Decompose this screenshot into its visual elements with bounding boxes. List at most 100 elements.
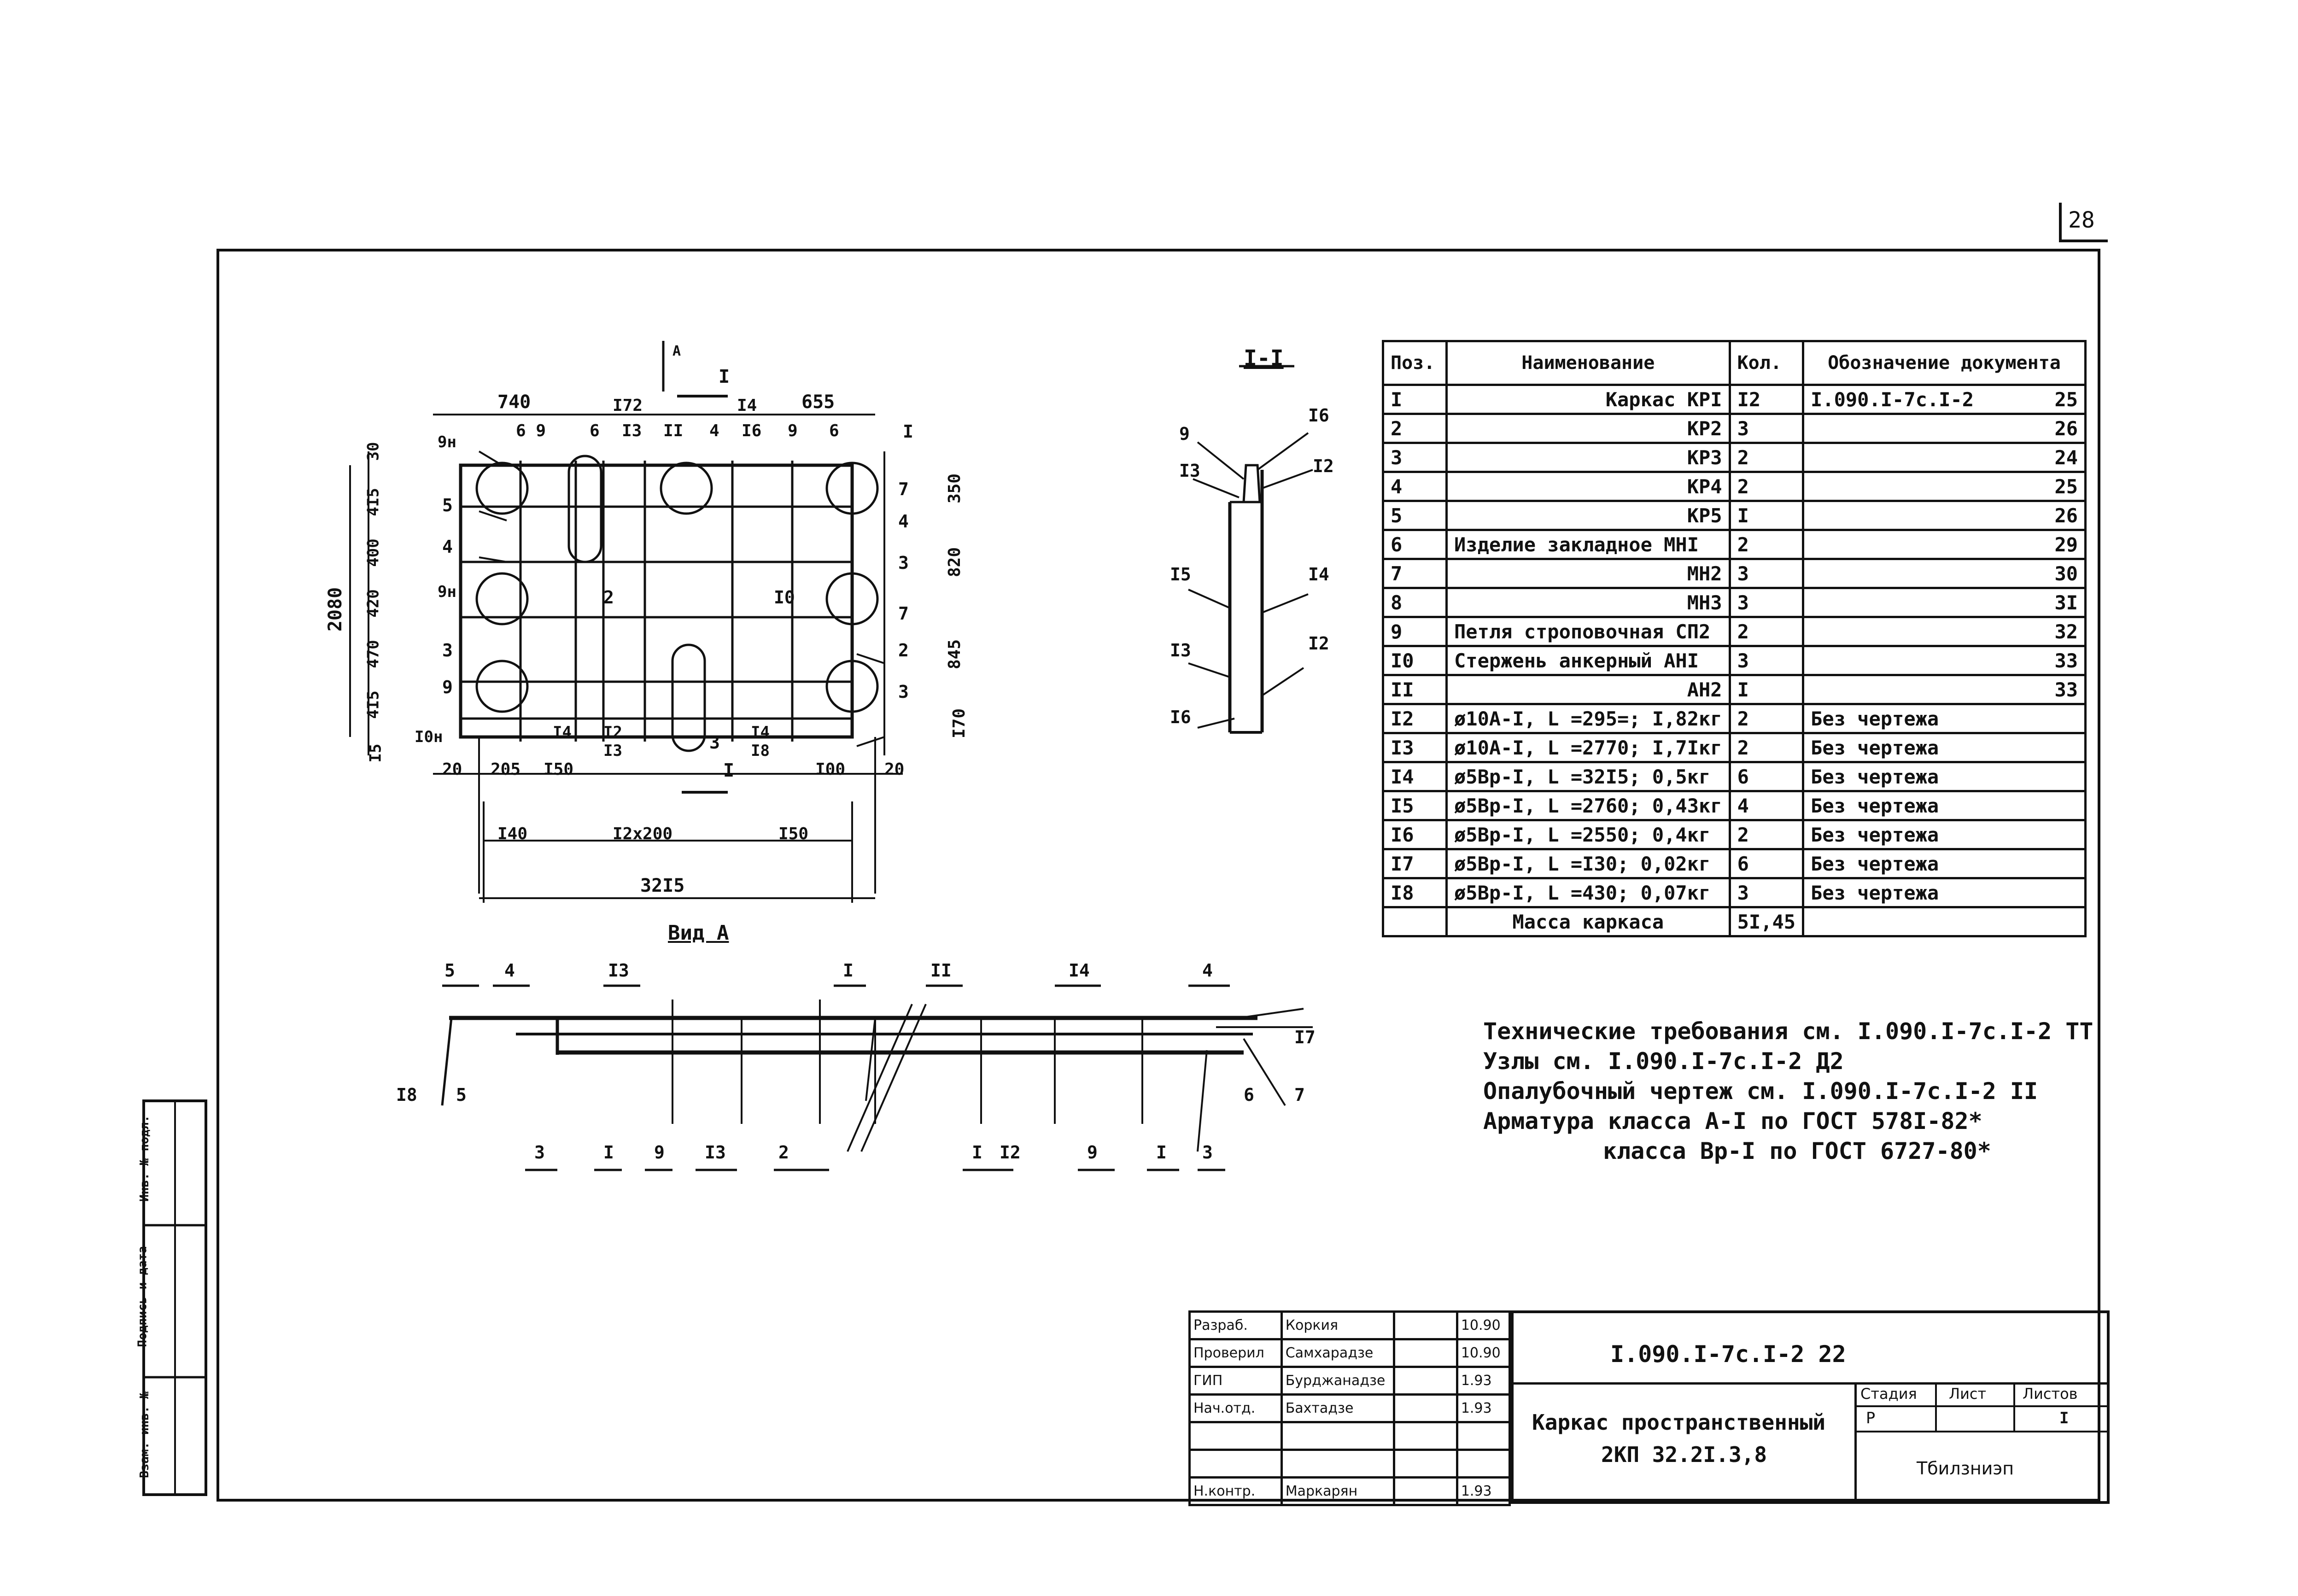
spec-doc-cell: 3I <box>1802 587 2087 618</box>
view-a-callout-bottom: 3 <box>534 1142 545 1163</box>
dim-bottom-3215: 32I5 <box>640 875 685 896</box>
dim-top-6-9: 6 9 <box>516 421 546 440</box>
view-a-callout-bottom: I <box>1156 1142 1167 1163</box>
spec-doc-cell: Без чертежа <box>1802 877 2087 908</box>
sheets-header-cell: Листов <box>2013 1382 2107 1407</box>
sheets-value-cell: I <box>2013 1405 2107 1432</box>
plan-callout: 3 <box>709 732 720 753</box>
plan-callout: I2 <box>603 723 622 742</box>
dim-bottom-150: I50 <box>544 760 574 779</box>
title-signature-row <box>1188 1421 1511 1451</box>
sheet-header: Лист <box>1949 1385 1987 1403</box>
title-role <box>1188 1449 1283 1479</box>
spec-doc: Без чертежа <box>1811 852 1939 875</box>
dim-bottom-205: 205 <box>491 760 521 779</box>
spec-qty: I2 <box>1728 384 1805 415</box>
title-role: Проверил <box>1188 1338 1283 1368</box>
spec-doc-page: 32 <box>2054 620 2078 643</box>
spec-doc-page: 25 <box>2054 475 2078 498</box>
spec-name: Изделие закладное МНI <box>1445 529 1731 560</box>
spec-qty: 2 <box>1728 471 1805 502</box>
view-a-callout-side: I7 <box>1294 1027 1316 1047</box>
view-a-callout-top: I <box>843 960 854 981</box>
view-a-callout-bottom: I <box>603 1142 614 1163</box>
spec-doc-page: 26 <box>2054 504 2078 527</box>
title-person: Бурджанадзе <box>1280 1366 1396 1396</box>
dim-top-655: 655 <box>801 392 835 413</box>
section-1-1-view <box>1188 365 1313 734</box>
view-a-callout-side: 7 <box>1294 1085 1305 1105</box>
dim-left-415b: 4I5 <box>364 690 383 719</box>
dim-right-820: 820 <box>945 547 965 578</box>
dim-top-13: I3 <box>622 421 642 440</box>
sheet-number-box: 28 <box>2059 203 2108 242</box>
dim-bottom-100: I00 <box>815 760 846 779</box>
section-callout: I5 <box>1170 564 1191 585</box>
view-a-callout-top: 4 <box>1202 960 1213 981</box>
section-mark-bottom: I <box>723 760 735 781</box>
plan-callout: 4 <box>898 511 909 532</box>
spec-name: Каркас КРI <box>1445 384 1731 415</box>
dim-bottom-20b: 20 <box>884 760 905 779</box>
spec-pos: 5 <box>1382 500 1448 531</box>
note-line: класса Вр-I по ГОСТ 6727-80* <box>1603 1138 1991 1164</box>
view-a-graphics <box>441 984 1313 1171</box>
spec-doc-cell: Без чертежа <box>1802 732 2087 763</box>
spec-qty: 2 <box>1728 819 1805 850</box>
spec-qty: 4 <box>1728 790 1805 821</box>
view-a-callout-bottom: 9 <box>654 1142 665 1163</box>
title-line2: 2КП 32.2I.3,8 <box>1601 1442 1767 1467</box>
spec-name: ø5Вр-I, L =2760; 0,43кг <box>1445 790 1731 821</box>
spec-name: КР2 <box>1445 413 1731 444</box>
spec-doc-page: 33 <box>2054 678 2078 701</box>
spec-header-name: Наименование <box>1445 340 1731 386</box>
title-role: Разраб. <box>1188 1310 1283 1340</box>
sheet-frame <box>216 249 2100 1502</box>
spec-pos: 8 <box>1382 587 1448 618</box>
title-person <box>1280 1449 1396 1479</box>
spec-doc: Без чертежа <box>1811 823 1939 846</box>
view-a-callout-bottom: I2 <box>1000 1142 1021 1163</box>
spec-doc-page: 25 <box>2054 388 2078 411</box>
view-a-callout-bottom: 2 <box>778 1142 789 1163</box>
section-callout: I3 <box>1170 640 1191 661</box>
spec-pos: I4 <box>1382 761 1448 792</box>
dim-top-16: I6 <box>742 421 762 440</box>
title-signature <box>1393 1366 1458 1396</box>
dim-bottom-12x200: I2x200 <box>613 824 673 843</box>
title-signature <box>1393 1449 1458 1479</box>
sheets-header: Листов <box>2023 1385 2078 1403</box>
title-role: ГИП <box>1188 1366 1283 1396</box>
dim-top-172: I72 <box>613 396 643 415</box>
spec-name: КР4 <box>1445 471 1731 502</box>
spec-pos: I7 <box>1382 848 1448 879</box>
plan-callout: 3 <box>898 682 909 702</box>
spec-qty: 3 <box>1728 587 1805 618</box>
dim-top-6b: 6 <box>829 421 839 440</box>
spec-doc-cell: 26 <box>1802 413 2087 444</box>
spec-doc-cell: 32 <box>1802 616 2087 647</box>
title-date: 10.90 <box>1456 1338 1511 1368</box>
title-name-cell: Каркас пространственный 2КП 32.2I.3,8 <box>1514 1382 1857 1501</box>
organization: Тбилзниэп <box>1917 1458 2014 1479</box>
spec-doc-page: 30 <box>2054 562 2078 585</box>
spec-qty: 3 <box>1728 558 1805 589</box>
spec-name: ø5Вр-I, L =I30; 0,02кг <box>1445 848 1731 879</box>
view-a-callout-side: 6 <box>1244 1085 1254 1105</box>
spec-header-row: Поз. Наименование Кол. Обозначение докум… <box>1382 340 2087 386</box>
view-a-callout-side: I8 <box>396 1085 417 1105</box>
plan-callout: I3 <box>603 742 622 760</box>
spec-name: ø5Вр-I, L =430; 0,07кг <box>1445 877 1731 908</box>
spec-qty: 2 <box>1728 703 1805 734</box>
plan-callout: I0н <box>415 728 443 746</box>
section-callout: I6 <box>1308 405 1329 426</box>
